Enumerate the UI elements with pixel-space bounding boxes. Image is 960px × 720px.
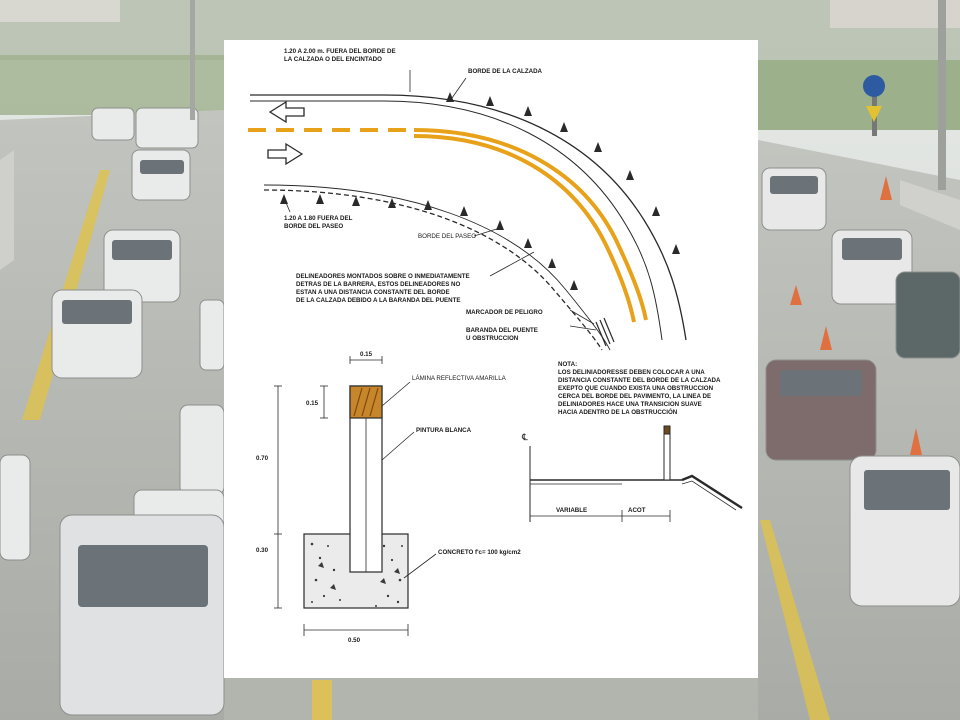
bridge-rail [595,317,615,347]
lane-line-right [760,520,830,720]
arrow-right-icon [267,142,304,166]
delineator-marker-icon [446,92,454,102]
delineator-marker-icon [486,96,494,106]
car-windshield-right [770,176,950,510]
delineator-marker-icon [652,206,660,216]
delineator-marker-icon [352,196,360,206]
note-line3: EXEPTO QUE CUANDO EXISTA UNA OBSTRUCCION [558,385,714,392]
note-line5: DELINIADORES HACE UNA TRANSICION SUAVE [558,401,702,408]
barrier-note-line1: DELINEADORES MONTADOS SOBRE O INMEDIATAM… [296,273,470,280]
guard-rail-left [0,150,14,270]
plan-view [250,94,687,351]
dim-height-post: 0.70 [256,455,269,462]
note-block: NOTA: LOS DELINIADORESSE DEBEN COLOCAR A… [558,361,721,416]
delineator-marker-icon [548,258,556,268]
dim-base-width: 0.50 [348,637,361,644]
delineator-marker-icon [524,106,532,116]
delineator-marker-icon [524,238,532,248]
delineator-marker-icon [496,220,504,230]
shoulder-edge-label: BORDE DEL PASEO [418,233,476,240]
concrete-texture [310,542,403,607]
offset-road-note-line1: 1.20 A 2.00 m. FUERA DEL BORDE DE [284,48,396,55]
barrier-note-line4: DE LA CALZADA DEBIDO A LA BARANDA DEL PU… [296,297,461,304]
delineator-marker-icon [560,122,568,132]
dim-width-top: 0.15 [360,351,373,358]
inner-edge-line [263,184,611,351]
delineator-marker-icon [460,206,468,216]
light-pole [938,0,946,190]
concrete-label: CONCRETO f'c= 100 kg/cm2 [438,549,521,556]
cross-section [529,425,743,522]
variable-label: VARIABLE [556,507,587,514]
delineator-marker-icon [570,280,578,290]
light-pole [190,0,195,120]
note-line6: HACIA ADENTRO DE LA OBSTRUCCIÓN [558,408,678,416]
grass-left [0,55,224,115]
car-windshield-left [62,160,208,607]
post-detail [274,356,437,636]
delineator-drawing-sheet: 1.20 A 2.00 m. FUERA DEL BORDE DE LA CAL… [224,40,758,678]
small-post-reflector [663,425,671,435]
road-edge-label: BORDE DE LA CALZADA [468,68,543,75]
note-line1: LOS DELINIADORESSE DEBEN COLOCAR A UNA [558,369,705,376]
direction-arrows [267,100,305,166]
centerline-symbol: ℄ [521,432,528,442]
note-title: NOTA: [558,361,577,368]
dimension-lines [274,356,409,636]
delineator-marker-icon [626,170,634,180]
road-edge-line [250,94,687,341]
slope-line [681,474,743,510]
paint-label: PINTURA BLANCA [416,427,472,434]
lane-edge-line [250,100,663,341]
offset-shoulder-note-line2: BORDE DEL PASEO [284,223,343,230]
note-line2: DISTANCIA CONSTANTE DEL BORDE DE LA CALZ… [558,377,721,384]
offset-road-note-line2: LA CALZADA O DEL ENCINTADO [284,56,382,63]
delineator-marker-icon [316,194,324,204]
reflective-label: LÁMINA REFLECTIVA AMARILLA [412,375,507,382]
dim-height-top: 0.15 [306,400,319,407]
traffic-cone-icon [790,176,922,455]
leader-lines [283,70,597,331]
bridge-rail-label-line1: BARANDA DEL PUENTE [466,327,538,334]
offset-shoulder-note-line1: 1.20 A 1.80 FUERA DEL [284,215,353,222]
barrier-note-line2: DETRAS DE LA BARRERA, ESTOS DELINEADORES… [296,281,461,288]
dim-depth: 0.30 [256,547,269,554]
note-line4: CERCA DEL BORDE DEL PAVIMENTO, LA LINEA … [558,393,711,400]
delineator-marker-icon [594,142,602,152]
yellow-lane-markings [248,128,648,323]
arrow-left-icon [268,100,305,124]
road-sign-icon [863,75,885,136]
grass-right [758,60,960,130]
delineator-marker-icon [672,244,680,254]
delineator-markers [280,92,680,290]
road-bottom [224,676,758,720]
delineator-marker-icon [424,200,432,210]
delineator-marker-icon [388,198,396,208]
acot-label: ACOT [628,507,646,514]
solid-yellow-line-2 [413,134,636,323]
hazard-marker-label: MARCADOR DE PELIGRO [466,309,543,316]
lane-line-bottom [312,680,332,720]
solid-yellow-line-1 [413,128,648,321]
barrier-note-line3: ESTAN A UNA DISTANCIA CONSTANTE DEL BORD… [296,289,450,296]
shoulder-edge-line [263,189,603,351]
building-left [0,0,120,22]
bridge-rail-label-line2: U OBSTRUCCION [466,335,519,342]
guard-rail-right [900,180,960,230]
